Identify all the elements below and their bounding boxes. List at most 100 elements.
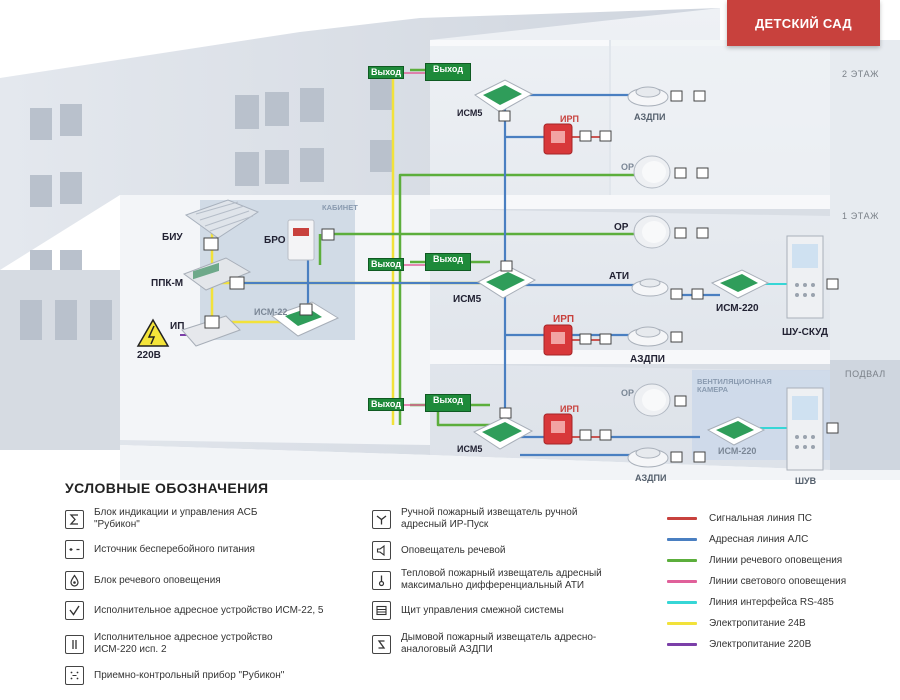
line-swatch — [667, 643, 697, 646]
smoke-s-icon — [372, 634, 391, 654]
panel-icon — [372, 601, 391, 620]
legend-item: Исполнительное адресное устройство ИСМ-2… — [65, 632, 305, 656]
exit-sign-small-1f: Выход — [368, 258, 404, 271]
legend-title: УСЛОВНЫЕ ОБОЗНАЧЕНИЯ — [65, 480, 269, 496]
legend-item: Приемно-контрольный прибор "Рубикон" — [65, 666, 325, 685]
legend-line-address: Адресная линия АЛС — [667, 534, 808, 545]
drop-icon — [65, 571, 84, 590]
devices — [136, 79, 839, 471]
legend-text: Оповещатель речевой — [401, 544, 506, 556]
shu-cabinets — [786, 235, 839, 471]
grid-dots-icon — [65, 666, 84, 685]
legend-item: Ручной пожарный извещатель ручной адресн… — [372, 507, 617, 531]
label-irp-1f: ИРП — [553, 314, 575, 325]
label-bro: БРО — [264, 235, 286, 246]
legend-text: Электропитание 24В — [709, 618, 806, 629]
main-building — [120, 8, 900, 480]
label-ppk: ППК-М — [151, 278, 184, 289]
legend-item: Дымовой пожарный извещатель адресно-анал… — [372, 632, 617, 656]
line-swatch — [667, 559, 697, 562]
label-ism220-1f: ИСМ-220 — [716, 303, 759, 314]
bro-device — [287, 219, 335, 261]
legend-item: Щит управления смежной системы — [372, 601, 617, 620]
battery-icon — [65, 540, 84, 559]
label-azdpi-1f: АЗДПИ — [630, 354, 665, 365]
legend-text: Блок речевого оповещения — [94, 574, 221, 586]
label-ism5-2f: ИСМ5 — [457, 108, 483, 118]
sigma-icon — [65, 509, 84, 529]
label-biu: БИУ — [162, 232, 183, 243]
legend-line-light: Линии светового оповещения — [667, 576, 846, 587]
exit-sign-text: Выход — [432, 254, 464, 264]
label-220v: 220В — [137, 350, 161, 361]
azdpi-devices — [627, 86, 706, 468]
exit-sign-large-2f: Выход — [425, 63, 471, 81]
or-devices — [633, 155, 709, 417]
double-bar-icon — [65, 634, 84, 654]
biu-device — [184, 199, 260, 251]
manual-call-icon — [372, 509, 391, 529]
legend-line-rs485: Линия интерфейса RS-485 — [667, 597, 834, 608]
line-swatch — [667, 538, 697, 541]
label-irp-2f: ИРП — [560, 114, 579, 124]
legend-text: Источник бесперебойного питания — [94, 543, 255, 555]
high-voltage-icon — [136, 318, 170, 347]
exit-sign-large-1f: Выход — [425, 253, 471, 271]
ventilation-room-label: ВЕНТИЛЯЦИОННАЯ КАМЕРА — [697, 378, 772, 394]
irp-devices — [543, 123, 612, 445]
label-irp-b: ИРП — [560, 404, 579, 414]
legend-item: Тепловой пожарный извещатель адресный ма… — [372, 568, 617, 592]
legend-text: Сигнальная линия ПС — [709, 513, 812, 524]
label-or-b: ОР — [621, 388, 635, 398]
ism22-device — [270, 301, 340, 337]
legend-text: Электропитание 220В — [709, 639, 812, 650]
line-swatch — [667, 517, 697, 520]
legend-line-signal: Сигнальная линия ПС — [667, 513, 812, 524]
ppk-device — [182, 257, 252, 291]
exit-sign-text: Выход — [432, 64, 464, 74]
legend-line-24v: Электропитание 24В — [667, 618, 806, 629]
legend-item: Оповещатель речевой — [372, 541, 617, 560]
label-ism5-b: ИСМ5 — [457, 444, 483, 454]
label-ism22: ИСМ-22 — [254, 307, 288, 317]
legend-text: Исполнительное адресное устройство ИСМ-2… — [94, 632, 273, 655]
ism220-devices — [706, 269, 770, 446]
exit-sign-small-b: Выход — [368, 398, 404, 411]
exit-sign-small-2f: Выход — [368, 66, 404, 79]
speaker-icon — [372, 541, 391, 560]
label-or-1f: ОР — [614, 222, 629, 233]
cabinet-room-label: КАБИНЕТ — [322, 203, 358, 212]
legend-text: Ручной пожарный извещатель ручной адресн… — [401, 507, 578, 530]
ip-device — [181, 315, 241, 347]
legend-text: Приемно-контрольный прибор "Рубикон" — [94, 669, 285, 681]
legend-item: Источник бесперебойного питания — [65, 540, 305, 559]
legend-text: Линии речевого оповещения — [709, 555, 843, 566]
label-shu-skud: ШУ-СКУД — [782, 327, 829, 338]
label-ism220-b: ИСМ-220 — [718, 446, 757, 456]
line-swatch — [667, 580, 697, 583]
floor-label-2: 2 ЭТАЖ — [842, 69, 880, 79]
facility-badge: ДЕТСКИЙ САД — [727, 0, 880, 46]
legend-text: Тепловой пожарный извещатель адресный ма… — [401, 568, 602, 591]
exit-sign-text: Выход — [370, 67, 402, 77]
exit-sign-text: Выход — [432, 395, 464, 405]
ventilation-line-2: КАМЕРА — [697, 385, 729, 394]
label-or-2f: ОР — [621, 162, 635, 172]
legend-text: Щит управления смежной системы — [401, 604, 564, 616]
line-swatch — [667, 601, 697, 604]
label-shuv: ШУВ — [795, 476, 817, 486]
ventilation-line-1: ВЕНТИЛЯЦИОННАЯ — [697, 377, 772, 386]
thermometer-icon — [372, 570, 391, 590]
legend-item: Блок индикации и управления АСБ "Рубикон… — [65, 507, 305, 531]
legend-text: Адресная линия АЛС — [709, 534, 809, 545]
ati-device — [631, 278, 704, 300]
label-ip: ИП — [170, 321, 185, 332]
legend-line-speech: Линии речевого оповещения — [667, 555, 842, 566]
floor-label-basement: ПОДВАЛ — [845, 369, 886, 379]
label-azdpi-b: АЗДПИ — [635, 473, 667, 483]
line-swatch — [667, 622, 697, 625]
legend-text: Блок индикации и управления АСБ "Рубикон… — [94, 507, 258, 530]
legend-text: Линия интерфейса RS-485 — [709, 597, 834, 608]
